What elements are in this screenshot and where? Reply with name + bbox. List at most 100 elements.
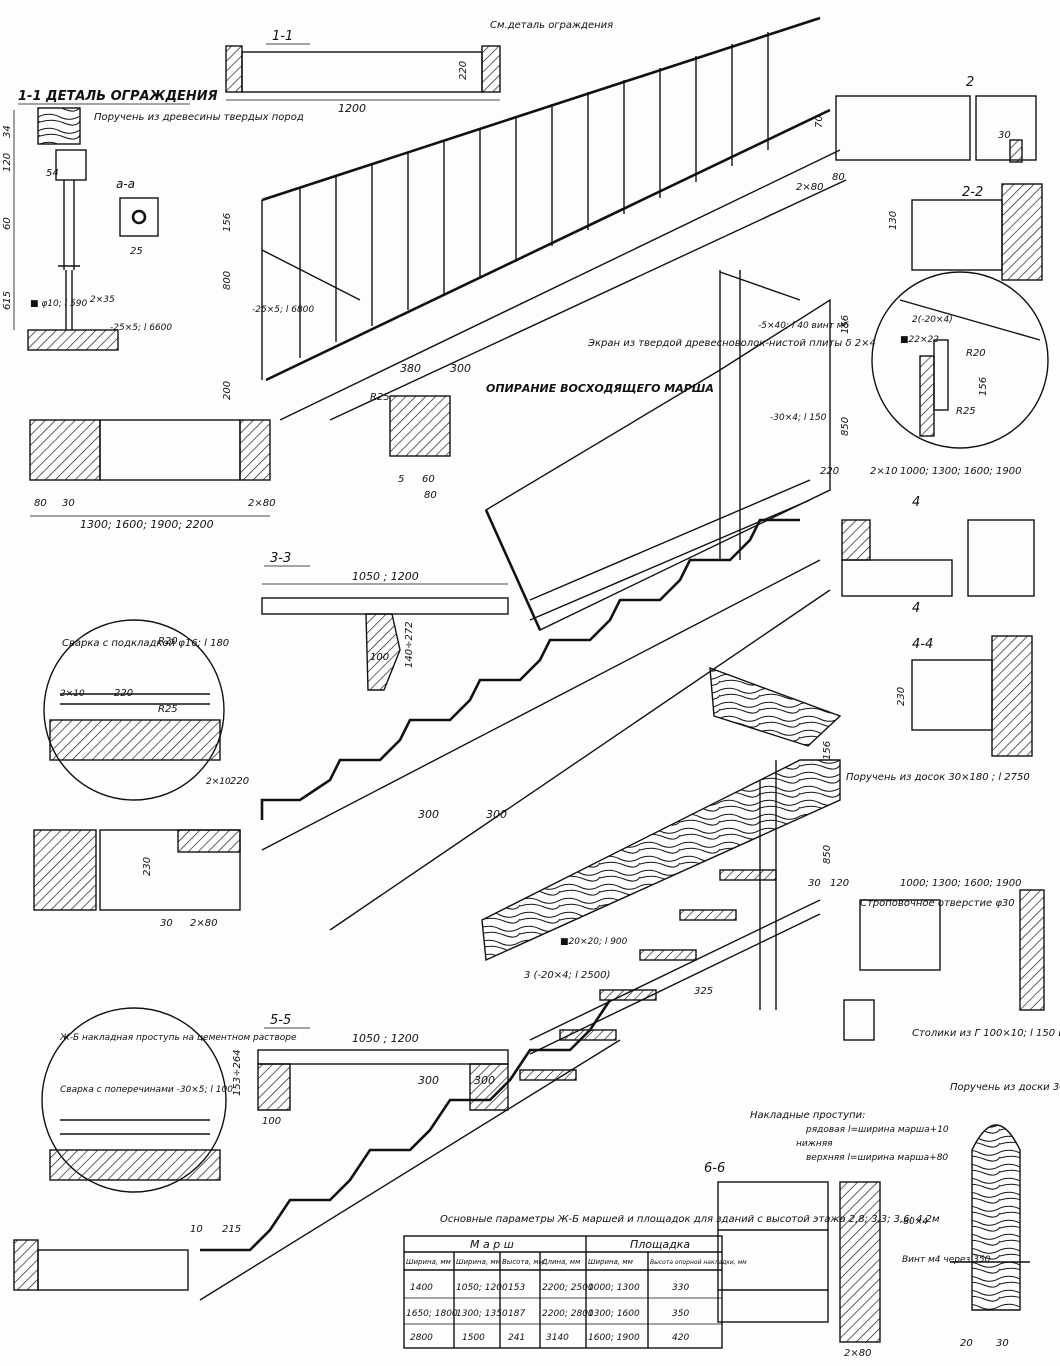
section-6-6-label: 6-6	[704, 1161, 725, 1176]
svg-text:рядовая l=ширина марша+10: рядовая l=ширина марша+10	[805, 1125, 949, 1135]
svg-text:верхняя l=ширина марша+80: верхняя l=ширина марша+80	[806, 1153, 948, 1163]
svg-text:30: 30	[62, 498, 75, 509]
svg-text:300: 300	[450, 362, 471, 375]
handrail-wood-note: Поручень из древесины твердых пород	[94, 112, 304, 123]
sections-2: 2 30 70 80 2×80 2-2 130	[796, 75, 1043, 281]
svg-text:850: 850	[840, 417, 851, 436]
svg-text:1200: 1200	[338, 102, 366, 115]
wood-treads	[519, 869, 777, 1081]
svg-text:300: 300	[474, 1074, 495, 1087]
svg-text:2×80: 2×80	[844, 1348, 871, 1359]
weld-circle-detail-right: 2(-20×4) ■22×22 R20 R25 156	[871, 271, 1049, 449]
screen-note: Экран из твердой древесноволок-нистой пл…	[587, 338, 876, 349]
svg-text:R25: R25	[956, 406, 976, 417]
handrail-bracket	[55, 149, 87, 181]
svg-text:1050 ; 1200: 1050 ; 1200	[352, 570, 419, 583]
svg-text:30: 30	[996, 1338, 1009, 1349]
svg-text:330: 330	[672, 1283, 689, 1293]
handrail-board-note: Поручень из доски 30×180	[950, 1082, 1060, 1093]
main-stair-top: 1300; 1600; 1900; 2200 80 30 2×80 800 15…	[29, 16, 847, 531]
svg-text:2×80: 2×80	[190, 918, 217, 929]
svg-text:54: 54	[46, 168, 59, 179]
svg-text:20: 20	[960, 1338, 973, 1349]
svg-text:187: 187	[508, 1309, 525, 1319]
svg-text:300: 300	[418, 1074, 439, 1087]
svg-text:30: 30	[998, 130, 1011, 141]
support-rising-label: ОПИРАНИЕ ВОСХОДЯЩЕГО МАРША	[486, 382, 714, 395]
svg-text:R20: R20	[966, 348, 986, 359]
svg-text:Сварка с поперечинами -30×5; l: Сварка с поперечинами -30×5; l 100	[60, 1085, 233, 1095]
svg-text:200: 200	[222, 381, 233, 400]
svg-text:М а р ш: М а р ш	[470, 1238, 514, 1251]
svg-text:-25×5; l 6600: -25×5; l 6600	[110, 323, 172, 333]
svg-text:Площадка: Площадка	[630, 1238, 690, 1251]
svg-text:130: 130	[888, 211, 899, 230]
section-4-label: 4	[912, 495, 920, 510]
svg-text:■22×22: ■22×22	[900, 335, 939, 345]
svg-text:2×10: 2×10	[870, 466, 897, 477]
svg-text:-25×5; l 6800: -25×5; l 6800	[252, 305, 314, 315]
svg-text:220: 220	[458, 61, 469, 80]
svg-text:120: 120	[830, 878, 849, 889]
section-4-4-label: 4-4	[912, 637, 933, 652]
svg-text:1650; 1800: 1650; 1800	[406, 1309, 458, 1319]
svg-text:1050 ; 1200: 1050 ; 1200	[352, 1032, 419, 1045]
svg-text:2200; 2800: 2200; 2800	[542, 1309, 594, 1319]
svg-text:R20: R20	[158, 636, 178, 647]
lower-stair: 300 300 10 215	[13, 999, 621, 1301]
svg-text:■ φ10; l 590: ■ φ10; l 590	[30, 299, 87, 309]
handrail-section	[37, 107, 81, 145]
svg-text:1600; 1900: 1600; 1900	[588, 1333, 640, 1343]
svg-text:1050; 1200: 1050; 1200	[456, 1283, 508, 1293]
overlay-concrete-note: Ж-Б накладная проступь на цементном раст…	[59, 1033, 297, 1043]
weld-circle-lower-left: Ж-Б накладная проступь на цементном раст…	[41, 1007, 297, 1193]
svg-text:153: 153	[508, 1283, 525, 1293]
svg-text:156: 156	[222, 213, 233, 232]
svg-text:2×35: 2×35	[90, 295, 115, 305]
svg-text:153÷264: 153÷264	[232, 1049, 243, 1096]
svg-text:30: 30	[160, 918, 173, 929]
sling-hole-note: Строповочное отверстие φ30	[860, 898, 1015, 909]
svg-text:1300; 1600: 1300; 1600	[588, 1309, 640, 1319]
handrail-board-detail: Поручень из доски 30×180 -80×4 Винт м4 ч…	[900, 1082, 1060, 1349]
table-title: Основные параметры Ж-Б маршей и площадок…	[440, 1214, 940, 1225]
svg-text:230: 230	[896, 687, 907, 706]
svg-text:R25: R25	[370, 392, 390, 403]
svg-text:80: 80	[832, 172, 845, 183]
svg-text:60: 60	[2, 217, 13, 230]
svg-text:2×80: 2×80	[796, 182, 823, 193]
svg-text:80: 80	[34, 498, 47, 509]
posts-note: Столики из Г 100×10; l 150 и 70,окрашены…	[912, 1028, 1060, 1039]
stair-base-section	[27, 329, 119, 351]
section-1-1-group: 1-1 1200 220 См.деталь ограждения	[225, 20, 613, 115]
svg-text:-5×40; l 40 винт м6: -5×40; l 40 винт м6	[758, 321, 849, 331]
svg-text:5: 5	[398, 474, 404, 485]
svg-text:220: 220	[820, 466, 839, 477]
svg-text:2200; 2500: 2200; 2500	[542, 1283, 594, 1293]
svg-text:156: 156	[840, 315, 851, 334]
svg-text:220: 220	[114, 688, 133, 699]
svg-text:■20×20; l 900: ■20×20; l 900	[560, 937, 628, 947]
svg-text:2×80: 2×80	[248, 498, 275, 509]
svg-text:100: 100	[262, 1116, 281, 1127]
svg-text:100: 100	[370, 652, 389, 663]
svg-text:10: 10	[190, 1224, 203, 1235]
svg-text:350: 350	[672, 1309, 689, 1319]
svg-text:615: 615	[2, 291, 13, 310]
svg-text:1400: 1400	[410, 1283, 433, 1293]
svg-text:300: 300	[418, 808, 439, 821]
svg-text:156: 156	[822, 741, 833, 760]
svg-text:850: 850	[822, 845, 833, 864]
section-5-5-group: 5-5 1050 ; 1200 153÷264 100	[232, 1013, 509, 1127]
svg-text:220: 220	[230, 776, 249, 787]
svg-text:241: 241	[508, 1333, 525, 1343]
svg-text:1000; 1300: 1000; 1300	[588, 1283, 640, 1293]
railing-detail-title: 1-1 ДЕТАЛЬ ОГРАЖДЕНИЯ	[18, 89, 218, 104]
svg-text:1000; 1300; 1600; 1900: 1000; 1300; 1600; 1900	[900, 466, 1021, 477]
svg-text:1500: 1500	[462, 1333, 485, 1343]
section-3-3-label: 3-3	[270, 551, 291, 566]
svg-text:Ширина, мм: Ширина, мм	[406, 1258, 452, 1266]
section-2-label: 2	[966, 75, 974, 90]
